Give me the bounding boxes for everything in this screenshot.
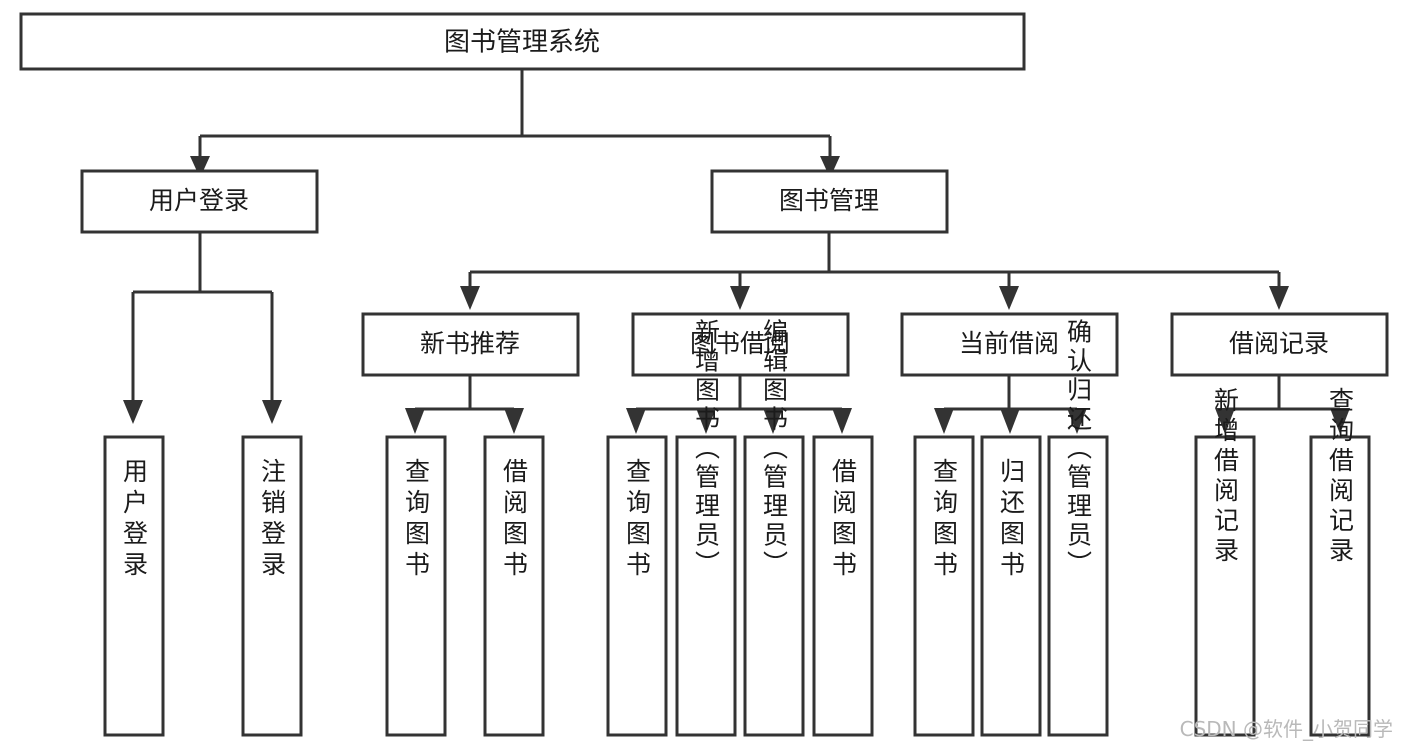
leaf-borrow-query-book-box[interactable]	[606, 435, 668, 737]
arrowhead-leaf-logout	[262, 400, 282, 424]
node-root-label: 图书管理系统	[444, 28, 600, 58]
leaf-borrow-query-book[interactable]: 查询图书	[606, 435, 668, 737]
leaf-record-query-label: 查询借阅记录	[1326, 387, 1355, 567]
arrowhead-borrow-leaf-2	[696, 408, 716, 434]
node-user-login-label: 用户登录	[149, 186, 249, 215]
leaf-record-query-box[interactable]	[1309, 435, 1371, 737]
node-borrow-record-box[interactable]	[1170, 312, 1389, 377]
leaf-record-add[interactable]: 新增借阅记录	[1194, 387, 1256, 737]
leaf-record-query[interactable]: 查询借阅记录	[1309, 387, 1371, 737]
node-book-management[interactable]: 图书管理	[710, 169, 949, 234]
arrowhead-book-manage	[820, 156, 840, 178]
connector-borrow-to-leaves	[634, 375, 844, 416]
leaf-current-query-book-box[interactable]	[913, 435, 975, 737]
node-user-login-box[interactable]	[80, 169, 319, 234]
connector-recommend-to-leaves	[413, 375, 516, 416]
node-current-borrow-box[interactable]	[900, 312, 1119, 377]
leaf-recommend-query-book[interactable]: 查询图书	[385, 435, 447, 737]
leaf-current-return-book-label: 归还图书	[997, 458, 1026, 582]
node-book-borrow-label: 图书借阅	[690, 329, 790, 358]
arrowhead-borrow-leaf-4	[832, 408, 852, 434]
leaf-logout-label: 注销登录	[258, 458, 287, 582]
node-current-borrow-label: 当前借阅	[959, 329, 1059, 358]
leaf-record-add-label: 新增借阅记录	[1211, 387, 1240, 567]
node-new-book-recommend[interactable]: 新书推荐	[361, 312, 580, 377]
node-book-management-label: 图书管理	[779, 186, 879, 215]
node-borrow-record[interactable]: 借阅记录	[1170, 312, 1389, 377]
leaf-current-return-book-box[interactable]	[980, 435, 1042, 737]
leaf-recommend-query-book-label: 查询图书	[402, 458, 431, 582]
arrowhead-record-leaf-2	[1330, 408, 1350, 434]
arrowhead-borrow-leaf-3	[763, 408, 783, 434]
leaf-recommend-borrow-book-label: 借阅图书	[500, 458, 529, 582]
leaf-current-confirm-return[interactable]: 确认归还（管理员）	[1047, 319, 1109, 737]
arrowhead-current-leaf-1	[934, 408, 954, 434]
arrowhead-recommend-leaf-2	[504, 408, 524, 434]
connector-layer	[123, 68, 1350, 434]
leaf-user-login[interactable]: 用户登录	[103, 435, 165, 737]
node-borrow-record-label: 借阅记录	[1229, 329, 1329, 358]
csdn-watermark: CSDN @软件_小贺同学	[1180, 717, 1393, 741]
leaf-borrow-borrow-book-label: 借阅图书	[829, 458, 858, 582]
node-book-management-box[interactable]	[710, 169, 949, 234]
leaf-recommend-borrow-book-box[interactable]	[483, 435, 545, 737]
leaf-record-add-box[interactable]	[1194, 435, 1256, 737]
arrowhead-current-borrow	[999, 286, 1019, 310]
leaf-user-login-label: 用户登录	[120, 458, 149, 582]
arrowhead-current-leaf-3	[1067, 408, 1087, 434]
leaf-current-confirm-return-box[interactable]	[1047, 435, 1109, 737]
leaf-logout[interactable]: 注销登录	[241, 435, 303, 737]
leaf-recommend-borrow-book[interactable]: 借阅图书	[483, 435, 545, 737]
arrowhead-current-leaf-2	[1000, 408, 1020, 434]
node-user-login[interactable]: 用户登录	[80, 169, 319, 234]
node-book-borrow-box[interactable]	[631, 312, 850, 377]
leaf-borrow-add-book-box[interactable]	[675, 435, 737, 737]
leaf-user-login-box[interactable]	[103, 435, 165, 737]
connector-userlogin-to-leaves	[131, 232, 274, 400]
arrowhead-recommend-leaf-1	[405, 408, 425, 434]
leaf-current-return-book[interactable]: 归还图书	[980, 435, 1042, 737]
leaf-current-confirm-return-label: 确认归还（管理员）	[1064, 319, 1093, 580]
leaf-current-query-book-label: 查询图书	[930, 458, 959, 582]
node-root[interactable]: 图书管理系统	[19, 12, 1026, 71]
leaf-borrow-borrow-book-box[interactable]	[812, 435, 874, 737]
connector-record-to-leaves	[1223, 375, 1342, 416]
leaf-borrow-edit-book-box[interactable]	[743, 435, 805, 737]
leaf-borrow-query-book-label: 查询图书	[623, 458, 652, 582]
connector-root-to-level2	[198, 68, 832, 158]
leaf-borrow-borrow-book[interactable]: 借阅图书	[812, 435, 874, 737]
node-current-borrow[interactable]: 当前借阅	[900, 312, 1119, 377]
leaf-logout-box[interactable]	[241, 435, 303, 737]
leaf-borrow-add-book-label: 新增图书（管理员）	[692, 319, 721, 580]
arrowhead-leaf-user-login	[123, 400, 143, 424]
leaf-recommend-query-book-box[interactable]	[385, 435, 447, 737]
node-new-book-recommend-label: 新书推荐	[420, 329, 520, 358]
arrowhead-borrow-leaf-1	[626, 408, 646, 434]
node-root-box[interactable]	[19, 12, 1026, 71]
arrowhead-record-leaf-1	[1215, 408, 1235, 434]
leaf-borrow-edit-book[interactable]: 编辑图书（管理员）	[743, 319, 805, 737]
leaf-borrow-add-book[interactable]: 新增图书（管理员）	[675, 319, 737, 737]
arrowhead-book-borrow	[730, 286, 750, 310]
connector-bookmanage-to-level3	[468, 232, 1281, 288]
node-new-book-recommend-box[interactable]	[361, 312, 580, 377]
arrowhead-new-book-recommend	[460, 286, 480, 310]
leaf-borrow-edit-book-label: 编辑图书（管理员）	[760, 319, 789, 580]
leaf-current-query-book[interactable]: 查询图书	[913, 435, 975, 737]
arrowhead-user-login	[190, 156, 210, 178]
arrowhead-borrow-record	[1269, 286, 1289, 310]
node-book-borrow[interactable]: 图书借阅	[631, 312, 850, 377]
